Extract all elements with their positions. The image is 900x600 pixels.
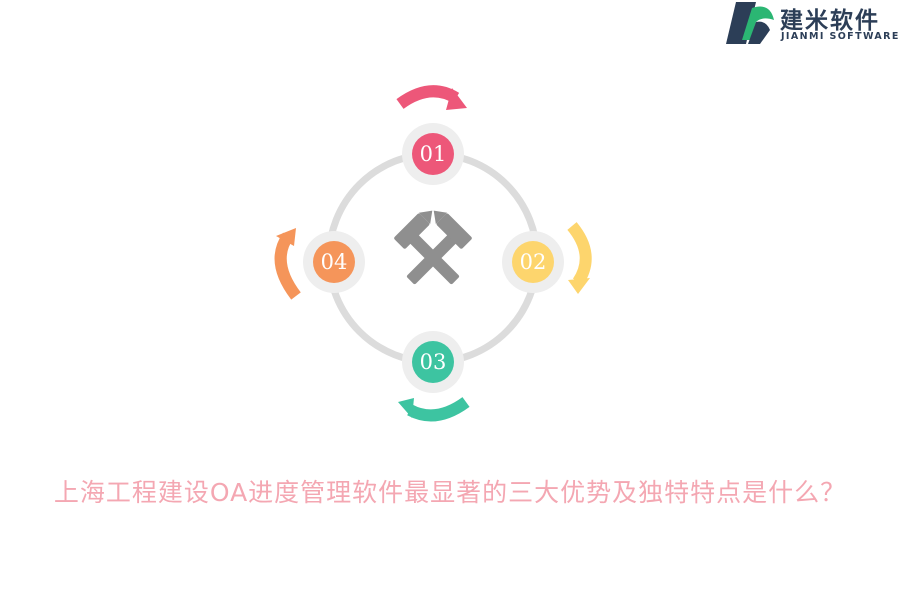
step-node-01: 01 — [402, 123, 464, 185]
arrow-icon-01 — [396, 85, 467, 110]
logo-name-en: JIANMI SOFTWARE — [781, 31, 900, 42]
logo-name-cn: 建米软件 — [780, 8, 880, 34]
page-caption: 上海工程建设OA进度管理软件最显著的三大优势及独特特点是什么？ — [53, 478, 847, 507]
step-number: 03 — [420, 350, 447, 374]
arrow-icon-04 — [274, 228, 301, 300]
jianmi-logo-mark — [726, 2, 774, 44]
crossed-hammers-icon — [394, 210, 472, 285]
cycle-diagram: 01 02 03 04 — [274, 85, 592, 422]
step-number: 02 — [520, 250, 547, 274]
arrow-icon-02 — [567, 222, 592, 294]
step-node-02: 02 — [502, 231, 564, 293]
step-node-03: 03 — [402, 331, 464, 393]
step-number: 04 — [321, 250, 348, 274]
step-node-04: 04 — [303, 231, 365, 293]
brand-logo: 建米软件 JIANMI SOFTWARE — [726, 0, 900, 46]
arrow-icon-03 — [398, 397, 470, 422]
step-number: 01 — [420, 142, 447, 166]
